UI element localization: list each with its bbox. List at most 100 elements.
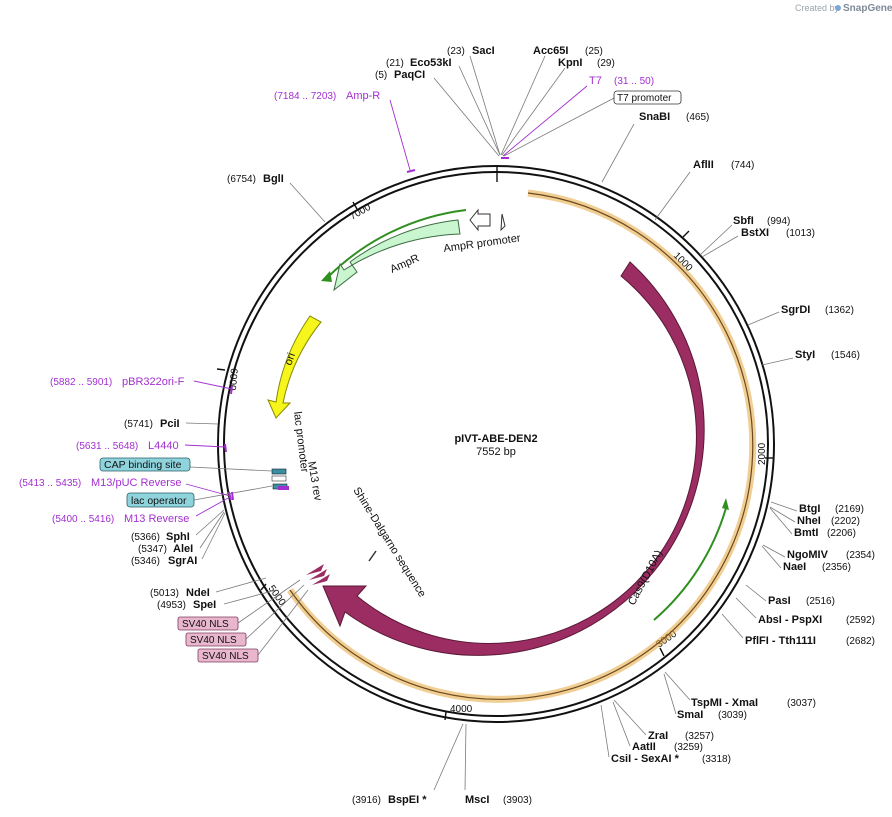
enzyme-pos: (4953) [157, 600, 186, 611]
enzyme-bmti[interactable]: BmtI (2206) [769, 507, 856, 539]
m13-rev-label: M13 rev [305, 460, 324, 502]
primer-t7[interactable]: T7 (31 .. 50) [501, 75, 654, 159]
enzyme-pos: (2356) [822, 562, 851, 573]
primer-name: M13 Reverse [124, 513, 189, 525]
sv40-mark-3[interactable] [312, 574, 330, 585]
credit-text: Created by [795, 3, 840, 13]
ampr-promoter-feature[interactable] [469, 208, 491, 232]
enzyme-pos: (3916) [352, 795, 381, 806]
lac-operator-label[interactable]: lac operator [126, 485, 273, 508]
ampr-promoter-label: AmpR promoter [443, 232, 522, 255]
enzyme-eco53ki[interactable]: (21) Eco53kI [386, 57, 501, 156]
enzyme-pos: (5013) [150, 588, 179, 599]
enzyme-spei[interactable]: (4953) SpeI [157, 589, 277, 611]
enzyme-pflfi-tth111i[interactable]: PflFI - Tth111I (2682) [721, 613, 875, 647]
sv40-nls-box-2[interactable]: SV40 NLS [185, 584, 305, 647]
primer-l4440[interactable]: (5631 .. 5648) L4440 [76, 440, 227, 453]
enzyme-aflii[interactable]: AflII (744) [654, 159, 754, 221]
shine-dalgarno-mark[interactable] [368, 550, 377, 562]
enzyme-name: AflII [693, 159, 714, 171]
enzyme-alei[interactable]: (5347) AleI [138, 511, 225, 555]
sv40-nls-box-3[interactable]: SV40 NLS [197, 589, 309, 663]
enzyme-pcii[interactable]: (5741) PciI [124, 418, 219, 430]
enzyme-name: BspEI * [388, 794, 427, 806]
enzyme-pos: (994) [767, 216, 790, 227]
enzyme-name: NaeI [783, 561, 806, 573]
cap-site-mark[interactable] [271, 468, 287, 475]
enzyme-bstxi[interactable]: BstXI (1013) [701, 227, 815, 258]
enzyme-sbfi[interactable]: SbfI (994) [699, 215, 790, 256]
enzyme-zrai[interactable]: ZraI (3257) [613, 699, 714, 742]
enzyme-ngomiv[interactable]: NgoMIV (2354) [762, 544, 875, 561]
scale-label: 7000 [348, 202, 373, 223]
enzyme-tspmi-xmai[interactable]: TspMI - XmaI (3037) [664, 671, 816, 709]
primer-m13-puc-reverse[interactable]: (5413 .. 5435) M13/pUC Reverse [19, 477, 234, 501]
enzyme-styi[interactable]: StyI (1546) [761, 349, 860, 366]
ori-feature[interactable] [267, 315, 322, 419]
enzyme-pos: (3903) [503, 795, 532, 806]
enzyme-name: SgrDI [781, 304, 810, 316]
t7-promoter-label[interactable]: T7 promoter [503, 90, 682, 157]
sv40-nls-box-1[interactable]: SV40 NLS [177, 579, 301, 631]
primer-pbr322ori-f[interactable]: (5882 .. 5901) pBR322ori-F [50, 376, 233, 395]
enzyme-bgli[interactable]: (6754) BglI [227, 173, 326, 223]
enzyme-msci[interactable]: MscI (3903) [464, 723, 532, 806]
enzyme-sgrai[interactable]: (5346) SgrAI [131, 512, 226, 567]
primer-name: M13/pUC Reverse [91, 477, 181, 489]
enzyme-sacI[interactable]: (23) SacI [447, 45, 501, 156]
scale-2000: 2000 [757, 442, 773, 465]
enzyme-ndei[interactable]: (5013) NdeI [150, 577, 267, 599]
sv40-mark-1[interactable] [306, 564, 324, 575]
enzyme-pos: (2206) [827, 528, 856, 539]
primer-range: (5631 .. 5648) [76, 441, 138, 452]
enzyme-name: StyI [795, 349, 815, 361]
enzyme-bspei[interactable]: (3916) BspEI * [352, 723, 464, 806]
primer-m13-reverse[interactable]: (5400 .. 5416) M13 Reverse [52, 491, 232, 525]
primer-name: pBR322ori-F [122, 376, 185, 388]
enzyme-nhei[interactable]: NheI (2202) [769, 506, 860, 527]
enzyme-btgi[interactable]: BtgI (2169) [770, 501, 864, 515]
enzyme-sgrdi[interactable]: SgrDI (1362) [747, 304, 854, 326]
sv40-mark-2[interactable] [309, 569, 327, 580]
enzyme-acc65i[interactable]: Acc65I (25) [500, 45, 603, 156]
enzyme-sphi[interactable]: (5366) SphI [131, 509, 225, 543]
enzyme-pos: (5346) [131, 556, 160, 567]
enzyme-name: TspMI - XmaI [691, 697, 758, 709]
enzyme-name: SphI [166, 531, 190, 543]
scale-label: 6000 [226, 368, 239, 392]
enzyme-pos: (5366) [131, 532, 160, 543]
enzyme-pos: (25) [585, 46, 603, 57]
m13-rev-mark[interactable] [278, 486, 289, 490]
lac-promoter-mark[interactable] [271, 475, 287, 482]
enzyme-paqci[interactable]: (5) PaqCI [375, 69, 500, 157]
enzyme-kpni[interactable]: KpnI (29) [501, 57, 615, 156]
enzyme-naei[interactable]: NaeI (2356) [761, 545, 851, 573]
enzyme-pasi[interactable]: PasI (2516) [745, 584, 835, 607]
enzyme-absi-pspxi[interactable]: AbsI - PspXI (2592) [735, 597, 875, 626]
cap-binding-site-label[interactable]: CAP binding site [99, 457, 273, 472]
primer-amp-r[interactable]: (7184 .. 7203) Amp-R [274, 90, 416, 173]
lac-operator-text: lac operator [131, 495, 187, 507]
primer-name: Amp-R [346, 90, 380, 102]
plasmid-name: pIVT-ABE-DEN2 [454, 433, 537, 445]
enzyme-name: SacI [472, 45, 495, 57]
shine-dalgarno-label: Shine-Dalgarno sequence [350, 485, 428, 599]
enzyme-csii-sexai[interactable]: CsiI - SexAI * (3318) [600, 704, 731, 765]
enzyme-pos: (2592) [846, 615, 875, 626]
plasmid-size: 7552 bp [476, 446, 516, 458]
enzyme-pos: (2202) [831, 516, 860, 527]
enzyme-pos: (5741) [124, 419, 153, 430]
enzyme-snabi[interactable]: SnaBI (465) [601, 111, 709, 183]
enzyme-pos: (6754) [227, 174, 256, 185]
ampr-feature[interactable] [333, 219, 461, 292]
ampr-label: AmpR [388, 252, 421, 275]
enzyme-name: NgoMIV [787, 549, 829, 561]
inner-green-arrow [653, 507, 727, 621]
enzyme-pos: (5347) [138, 544, 167, 555]
enzyme-aatii[interactable]: AatII (3259) [612, 701, 703, 753]
enzyme-smai[interactable]: SmaI (3039) [663, 673, 747, 721]
cas9-feature[interactable] [322, 261, 705, 656]
enzyme-name: PciI [160, 418, 180, 430]
primer-name: L4440 [148, 440, 179, 452]
